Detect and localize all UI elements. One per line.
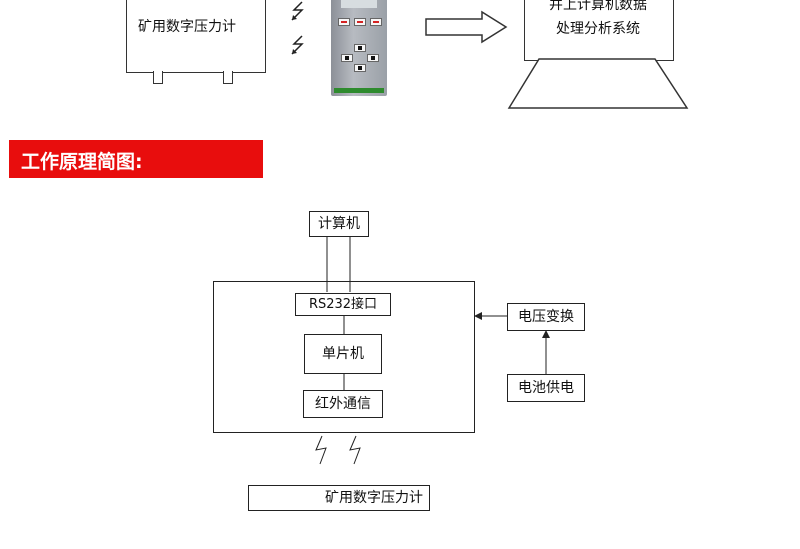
pressure-meter-device <box>126 0 266 73</box>
meter-foot-right <box>223 71 233 84</box>
handheld-button <box>354 18 366 26</box>
monitor-stand <box>507 58 689 109</box>
node-mcu-label: 单片机 <box>322 346 364 362</box>
node-voltage-converter-label: 电压变换 <box>518 309 574 325</box>
section-title: 工作原理简图: <box>21 151 143 173</box>
node-computer-label: 计算机 <box>318 216 360 232</box>
meter-foot-left <box>153 71 163 84</box>
node-voltage-converter: 电压变换 <box>507 303 585 331</box>
node-pressure-meter: 矿用数字压力计 <box>248 485 430 511</box>
handheld-button <box>341 54 353 62</box>
node-computer: 计算机 <box>309 211 369 237</box>
infrared-signal-icon <box>291 1 304 55</box>
node-mcu: 单片机 <box>304 334 382 374</box>
node-rs232-interface: RS232接口 <box>295 293 391 316</box>
handheld-button <box>367 54 379 62</box>
section-header-bar <box>9 140 263 178</box>
infrared-wave-icon <box>315 435 361 465</box>
hollow-arrow-icon <box>425 10 508 44</box>
main-unit-enclosure <box>213 281 475 433</box>
node-battery: 电池供电 <box>507 374 585 402</box>
pressure-meter-label: 矿用数字压力计 <box>138 19 236 35</box>
handheld-button <box>354 44 366 52</box>
computer-monitor <box>524 0 674 61</box>
handheld-screen <box>341 0 377 8</box>
node-infrared: 红外通信 <box>303 390 383 418</box>
node-rs232-label: RS232接口 <box>308 297 378 312</box>
node-infrared-label: 红外通信 <box>315 396 371 412</box>
handheld-label-strip <box>334 88 384 93</box>
node-pressure-meter-label: 矿用数字压力计 <box>325 490 423 506</box>
handheld-button <box>370 18 382 26</box>
handheld-button <box>354 64 366 72</box>
computer-system-label-line2: 处理分析系统 <box>556 21 640 37</box>
node-battery-label: 电池供电 <box>518 380 574 396</box>
computer-system-label-line1: 井上计算机数据 <box>549 0 647 13</box>
handheld-button <box>338 18 350 26</box>
